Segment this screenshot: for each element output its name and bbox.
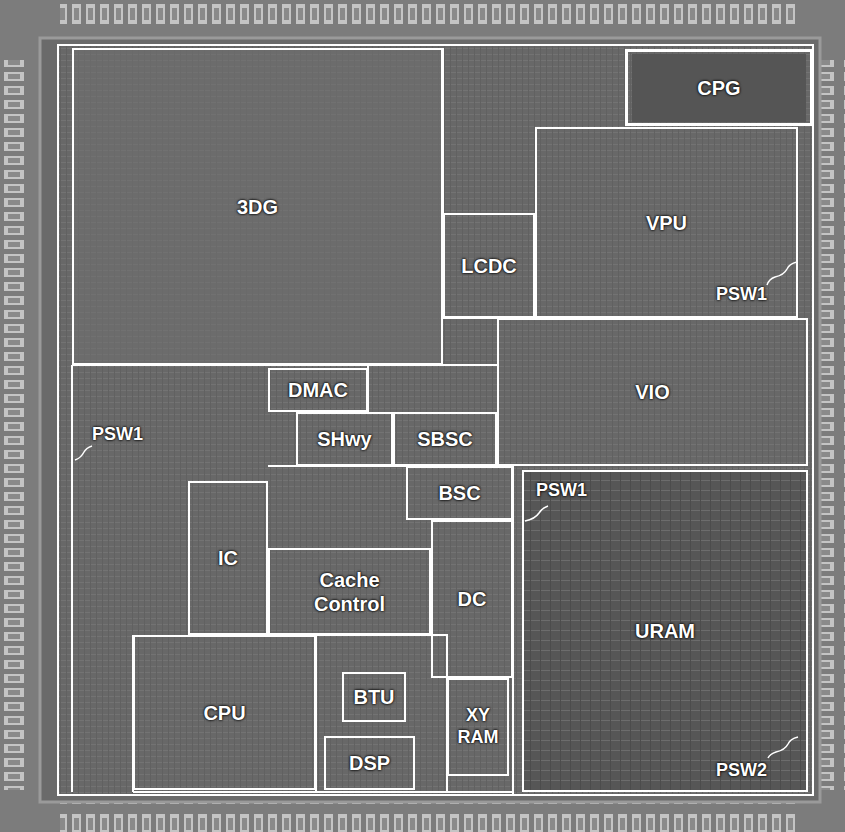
block-name: LCDC bbox=[461, 254, 517, 278]
block-outline: XY RAM bbox=[447, 678, 509, 776]
block-outline: BTU bbox=[342, 672, 406, 722]
block-outline: URAM bbox=[522, 470, 808, 792]
block-outline: 3DG bbox=[72, 48, 443, 365]
block-outline: IC bbox=[188, 481, 268, 635]
cpg-texture bbox=[632, 54, 806, 122]
block-name: SHwy bbox=[317, 427, 371, 451]
block-name: DMAC bbox=[288, 378, 348, 402]
leader-line bbox=[768, 737, 798, 758]
core-area bbox=[58, 45, 813, 795]
region-line bbox=[71, 365, 73, 792]
block-name: BSC bbox=[438, 481, 480, 505]
power-switch-label: PSW2 bbox=[716, 760, 767, 781]
block-name: SBSC bbox=[417, 427, 473, 451]
block-name: Cache Control bbox=[295, 568, 405, 616]
leader-line bbox=[75, 446, 92, 460]
power-switch-label: PSW1 bbox=[92, 424, 143, 445]
block-name: BTU bbox=[353, 685, 394, 709]
block-outline: DC bbox=[431, 520, 513, 678]
block-name: VIO bbox=[635, 380, 669, 404]
block-texture bbox=[72, 48, 443, 365]
block-outline: DMAC bbox=[268, 368, 368, 412]
region-outline bbox=[316, 635, 447, 792]
block-name: XY RAM bbox=[449, 705, 507, 748]
block-name: URAM bbox=[635, 619, 695, 643]
ram-texture bbox=[522, 470, 808, 792]
power-switch-label: PSW1 bbox=[536, 480, 587, 501]
block-name: CPG bbox=[697, 76, 740, 100]
power-switch-label: PSW1 bbox=[716, 284, 767, 305]
block-outline: VIO bbox=[497, 318, 808, 466]
block-name: DC bbox=[458, 587, 487, 611]
leader-line bbox=[767, 262, 797, 285]
block-outline: CPG bbox=[626, 50, 812, 125]
block-name: VPU bbox=[646, 211, 687, 235]
block-outline: CPU bbox=[133, 635, 316, 790]
block-outline: LCDC bbox=[443, 213, 535, 318]
block-name: IC bbox=[218, 546, 238, 570]
block-name: DSP bbox=[349, 751, 390, 775]
block-name: CPU bbox=[203, 701, 245, 725]
block-outline: SBSC bbox=[393, 412, 497, 466]
block-outline: DSP bbox=[324, 736, 415, 790]
block-outline: Cache Control bbox=[268, 548, 431, 635]
core-ring bbox=[40, 38, 820, 802]
pad-row bbox=[60, 0, 800, 34]
leader-line bbox=[525, 506, 548, 521]
block-name: 3DG bbox=[237, 195, 278, 219]
block-outline: BSC bbox=[406, 466, 513, 520]
region-outline bbox=[626, 50, 812, 125]
pad-row bbox=[60, 800, 800, 832]
pad-row bbox=[0, 60, 34, 790]
block-outline: SHwy bbox=[296, 412, 393, 466]
core-outline bbox=[58, 45, 813, 795]
